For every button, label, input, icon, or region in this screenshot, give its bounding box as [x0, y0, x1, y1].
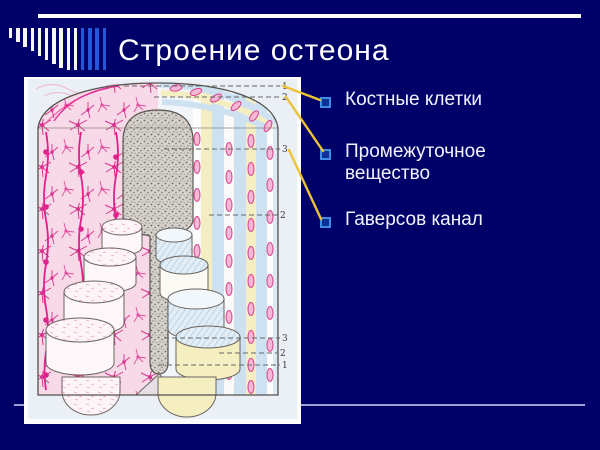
osteon-figure: 1 2 3 2 3 2 1: [24, 77, 301, 424]
lamella-feet: [61, 376, 217, 418]
decoration-bar: [37, 28, 42, 56]
list-item: Гаверсов канал: [320, 209, 520, 231]
square-bullet-marker: [320, 97, 331, 108]
reference-dashed-lines: [124, 85, 280, 366]
decoration-bar: [95, 28, 99, 70]
title-underline-rule: [38, 14, 581, 18]
square-bullet-marker: [320, 217, 331, 228]
decoration-bar: [73, 28, 78, 70]
figure-panel: 1 2 3 2 3 2 1: [24, 77, 301, 424]
decoration-bar: [59, 28, 63, 68]
decoration-bar: [66, 28, 70, 70]
list-item-label: Гаверсов канал: [345, 209, 483, 230]
decoration-bar: [45, 28, 49, 60]
corner-decoration-bars: [9, 28, 119, 74]
decoration-bar: [52, 28, 56, 64]
list-item-label: Промежуточное вещество: [345, 141, 486, 184]
lamella-steps-right: [155, 227, 241, 381]
figure-number-top-2: 2: [282, 93, 288, 103]
slide-title: Строение остеона: [118, 34, 390, 67]
decoration-bar: [102, 28, 106, 70]
list-item-label: Костные клетки: [345, 89, 483, 110]
list-item: Промежуточное вещество: [320, 141, 520, 185]
decoration-bar: [81, 28, 85, 70]
decoration-bar: [30, 28, 34, 51]
decoration-bar: [16, 28, 20, 42]
list-item: Костные клетки: [320, 89, 520, 111]
decoration-bar: [23, 28, 27, 47]
figure-number-low-3: 3: [282, 334, 288, 344]
cylinder-outline: [37, 82, 279, 396]
decoration-bar: [88, 28, 92, 70]
figure-number-top-1: 1: [282, 82, 288, 92]
figure-number-low-1: 1: [282, 361, 288, 371]
decoration-bar: [9, 28, 13, 38]
square-bullet-marker: [320, 149, 331, 160]
figure-number-mid-2: 2: [280, 211, 286, 221]
figure-number-mid-3: 3: [282, 145, 288, 155]
figure-number-low-2: 2: [280, 349, 286, 359]
lamella-steps-left: [45, 218, 143, 376]
